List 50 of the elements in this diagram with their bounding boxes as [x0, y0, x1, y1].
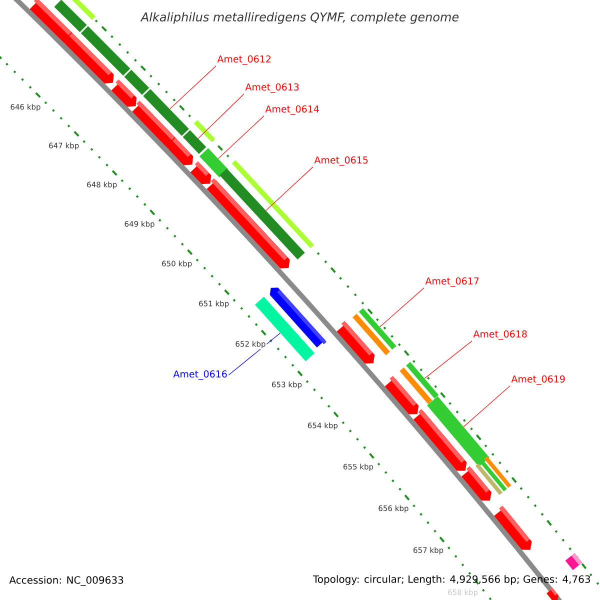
gene-bar [71, 0, 96, 20]
gene-label: Amet_0617 [425, 277, 479, 287]
gene-block [190, 161, 212, 184]
leader-line [170, 66, 216, 110]
gene-bar [254, 296, 315, 362]
gene-block [65, 32, 114, 84]
gene-block [384, 376, 419, 414]
leader-line [380, 288, 424, 328]
gene-block [413, 409, 467, 471]
leader-line [463, 386, 510, 428]
gene-block [546, 587, 558, 600]
gene-block [336, 320, 375, 364]
gene-bar [182, 120, 216, 154]
gene-block [168, 138, 194, 166]
gene-label: Amet_0616 [173, 370, 227, 380]
gene-bar [475, 463, 503, 495]
gene-label: Amet_0615 [314, 156, 368, 166]
gene-label: Amet_0619 [511, 375, 565, 385]
gene-bar [427, 396, 490, 467]
leader-line [218, 116, 264, 159]
gene-bar [54, 0, 87, 32]
gene-label: Amet_0618 [473, 330, 527, 340]
gene-label: Amet_0612 [217, 55, 270, 65]
accession-text: Accession: NC_009633 [8, 575, 125, 587]
gene-bar [400, 367, 432, 404]
gene-label: Amet_0614 [265, 105, 319, 115]
gene-block [111, 79, 137, 107]
gene-block [461, 466, 492, 501]
gene-bar [406, 362, 439, 399]
gene-bar [124, 70, 150, 95]
title: Alkaliphilus metalliredigens QYMF, complete genome [140, 12, 459, 24]
genome-info-text: Topology: circular; Length: 4,929,566 bp; Genes: 4,763 [312, 575, 590, 585]
gene-block [494, 506, 532, 550]
gene-bar [80, 26, 130, 76]
gene-bar [352, 314, 390, 356]
leader-line [424, 340, 472, 379]
gene-block [30, 0, 74, 44]
gene-block [132, 100, 177, 148]
gene-bar [480, 460, 507, 492]
gene-bar [484, 456, 512, 488]
gene-bar [565, 553, 582, 570]
leader-line [266, 166, 314, 211]
gene-bar [358, 308, 396, 350]
gene-block [206, 178, 290, 268]
gene-label: Amet_0613 [245, 83, 299, 93]
gene-bar [199, 148, 228, 178]
gene-bar [220, 160, 314, 260]
gene-bar [143, 89, 189, 136]
leader-line [198, 94, 244, 139]
leader-line [228, 332, 280, 376]
